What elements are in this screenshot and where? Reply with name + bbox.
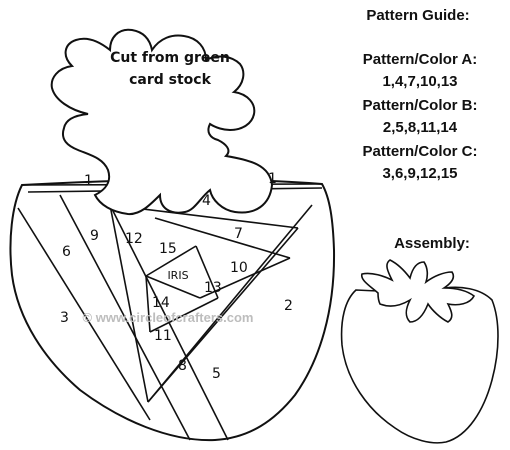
pattern-fold-lines [17,183,323,441]
pattern-c-label: Pattern/Color C: [362,143,477,160]
watermark-text: © www.circleofcrafters.com [83,310,254,325]
section-numbers: 1 1 2 3 4 5 6 7 8 9 10 11 12 13 14 15 [60,171,293,382]
section-number-2: 2 [284,298,293,314]
section-number-14: 14 [152,295,170,311]
section-number-12: 12 [125,231,143,247]
section-number-1-left: 1 [84,173,93,189]
section-number-7: 7 [234,226,243,242]
section-number-6: 6 [62,244,71,260]
pattern-b-label: Pattern/Color B: [362,97,477,114]
pattern-b-values: 2,5,8,11,14 [383,119,458,136]
strawberry-body-outline [9,178,336,442]
section-number-4: 4 [202,193,211,209]
section-number-13: 13 [204,280,222,296]
section-number-15: 15 [159,241,177,257]
assembly-title: Assembly: [394,235,470,252]
section-number-1-right: 1 [268,171,277,187]
calyx-note-line-1: Cut from green [110,50,230,66]
pattern-guide-title: Pattern Guide: [366,7,469,24]
section-number-9: 9 [90,228,99,244]
assembled-strawberry-sketch [340,259,499,444]
section-number-3: 3 [60,310,69,326]
section-number-10: 10 [230,260,248,276]
assembled-strawberry-calyx [360,259,476,323]
section-number-11: 11 [154,328,172,344]
iris-center-label: IRIS [167,269,188,282]
calyx-leaf-shape [50,28,274,216]
pattern-guide: Pattern Guide: Pattern/Color A: 1,4,7,10… [362,7,477,252]
section-number-5: 5 [212,366,221,382]
section-number-8: 8 [178,358,187,374]
calyx-note-line-2: card stock [129,72,211,88]
pattern-a-values: 1,4,7,10,13 [382,73,457,90]
pattern-a-label: Pattern/Color A: [363,51,477,68]
pattern-c-values: 3,6,9,12,15 [382,165,457,182]
